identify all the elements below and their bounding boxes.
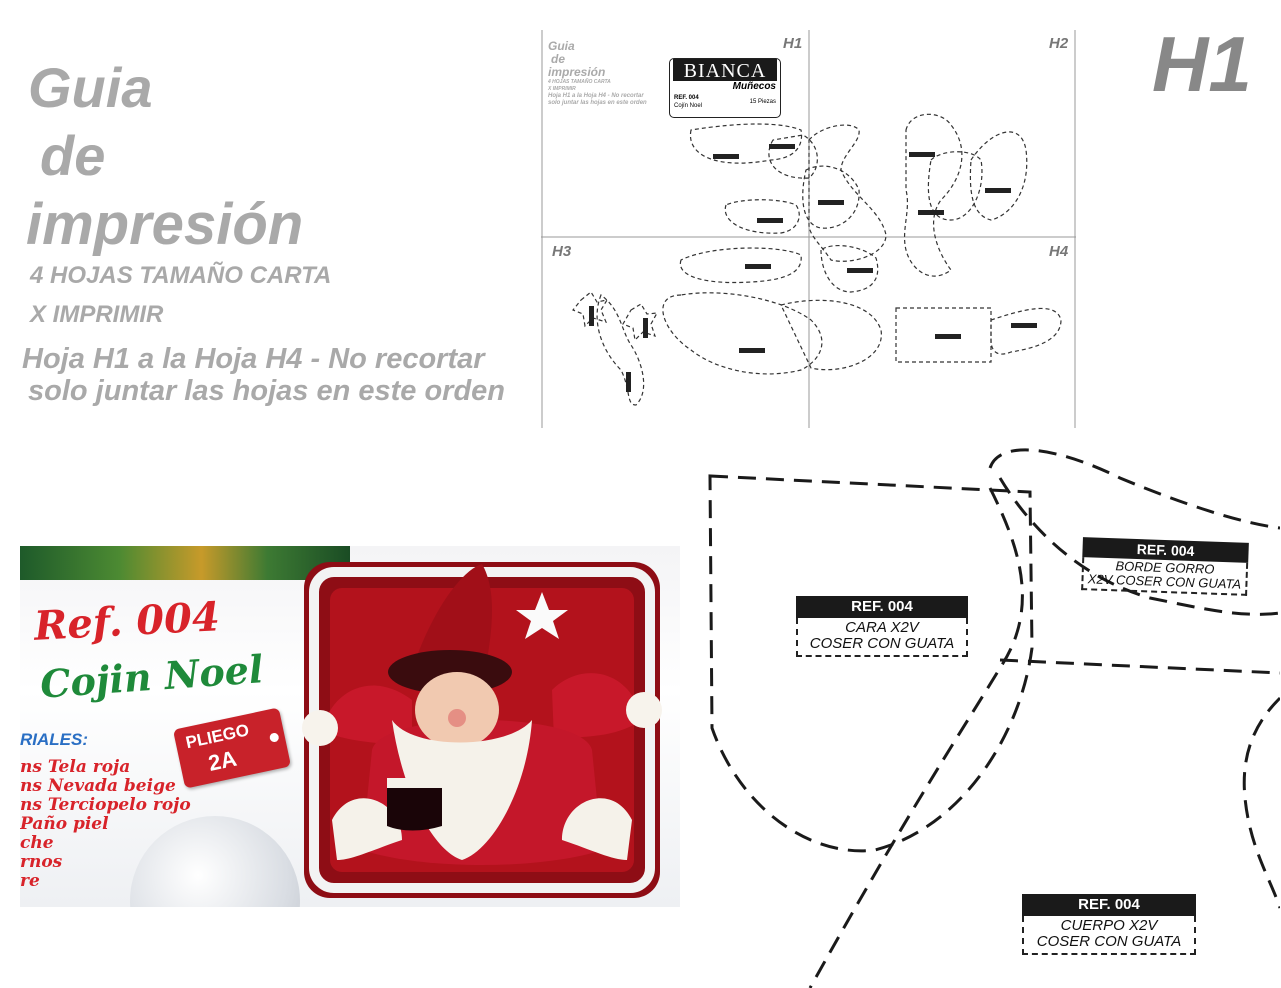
pattern-label-cara-text: CARA X2V COSER CON GUATA [796, 618, 968, 657]
mini-map-title: Guia de impresión 4 HOJAS TAMAÑO CARTA X… [548, 40, 647, 107]
pattern-label-cuerpo: REF. 004 CUERPO X2V COSER CON GUATA [1022, 894, 1196, 955]
garland-strip [20, 546, 350, 580]
sheet-code: H1 [1152, 20, 1252, 108]
brand-sub: Muñecos [732, 81, 776, 92]
quadrant-label-h2: H2 [1049, 35, 1069, 52]
mini-map-note-1: Hoja H1 a la Hoja H4 - No recortar [548, 93, 644, 99]
brand-pieces: 15 Piezas [749, 99, 776, 105]
pattern-drawing [708, 448, 1280, 988]
pattern-label-borde: REF. 004 BORDE GORRO X2V COSER CON GUATA [1081, 537, 1249, 597]
material-item: ns Terciopelo rojo [20, 795, 191, 815]
material-item: ns Tela roja [20, 757, 131, 777]
pattern-label-cara: REF. 004 CARA X2V COSER CON GUATA [796, 596, 968, 657]
guide-title-line-2: de [40, 124, 106, 187]
photo-ref: Ref. 004 [32, 593, 221, 650]
guide-note-line-1: Hoja H1 a la Hoja H4 - No recortar [22, 343, 485, 375]
pattern-label-cuerpo-ref: REF. 004 [1022, 894, 1196, 916]
pliego-code: 2A [206, 745, 239, 776]
brand-product: Cojín Noel [674, 103, 703, 109]
quadrant-label-h3: H3 [552, 243, 572, 260]
photo-product-name: Cojin Noel [38, 646, 265, 707]
guide-subtitle-line-1: 4 HOJAS TAMAÑO CARTA [30, 262, 332, 289]
material-item: Paño piel [20, 814, 109, 834]
pattern-label-cuerpo-text: CUERPO X2V COSER CON GUATA [1022, 916, 1196, 955]
mini-map-title-1: Guia [548, 39, 575, 53]
material-item: re [20, 871, 40, 891]
brand-ref: REF. 004 [674, 95, 699, 101]
mini-sheet-map: Guia de impresión 4 HOJAS TAMAÑO CARTA X… [541, 30, 1076, 428]
material-item: che [20, 833, 54, 853]
pattern-label-cuerpo-line-2: COSER CON GUATA [1036, 932, 1182, 950]
guide-note-line-2: solo juntar las hojas en este orden [28, 375, 506, 407]
pattern-label-cara-line-1: CARA X2V [845, 619, 919, 636]
guide-title-line-3: impresión [26, 192, 304, 257]
brand-box: BIANCA Muñecos REF. 004 Cojín Noel 15 Pi… [669, 58, 781, 118]
pattern-label-borde-text: BORDE GORRO X2V COSER CON GUATA [1081, 557, 1249, 597]
guide-subtitle-line-2: X IMPRIMIR [30, 301, 164, 328]
product-photo: Ref. 004 Cojin Noel RIALES: ns Tela roja… [20, 546, 680, 907]
mini-map-note-2: solo juntar las hojas en este orden [548, 100, 647, 106]
brand-name: BIANCA [673, 59, 777, 82]
mini-map-sub-1: 4 HOJAS TAMAÑO CARTA [548, 79, 611, 85]
mini-map-sub-2: X IMPRIMIR [548, 86, 576, 92]
material-item: ns Nevada beige [20, 776, 176, 796]
pliego-tag-hole [268, 732, 280, 743]
quadrant-label-h4: H4 [1049, 243, 1069, 260]
pattern-label-cara-line-2: COSER CON GUATA [809, 634, 955, 652]
material-item: rnos [20, 852, 63, 872]
pattern-label-cuerpo-line-1: CUERPO X2V [1060, 917, 1158, 934]
quadrant-label-h1: H1 [783, 35, 803, 52]
materials-heading: RIALES: [20, 730, 88, 749]
materials-list: ns Tela roja ns Nevada beige ns Terciope… [20, 758, 191, 891]
guide-title-line-1: Guia [28, 56, 153, 119]
mini-map-title-3: impresión [548, 65, 606, 79]
pattern-label-cara-ref: REF. 004 [796, 596, 968, 618]
santa-cushion [302, 562, 662, 898]
pliego-tag: PLIEGO 2A [172, 707, 292, 789]
mini-map-title-2: de [551, 52, 566, 66]
mini-map-drawing [541, 30, 1076, 428]
